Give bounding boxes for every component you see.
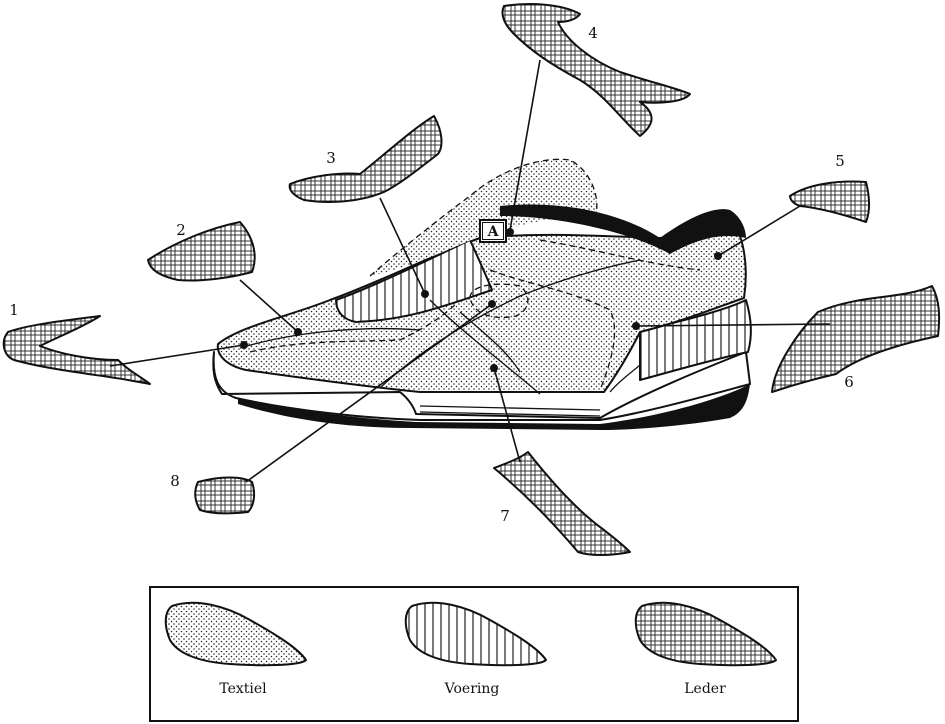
part-label-7: 7 [500, 507, 510, 525]
legend-swatch-voering [404, 601, 547, 667]
marker-a-label: A [487, 224, 500, 240]
part-1-shape [2, 315, 151, 385]
part-4-shape [501, 3, 691, 137]
legend-label-voering: Voering [444, 681, 500, 697]
part-7-shape [493, 451, 631, 556]
legend-item-leder: Leder [634, 601, 777, 697]
legend: Textiel Voering Leder [149, 586, 799, 722]
legend-item-textiel: Textiel [164, 601, 307, 697]
marker-a: A [479, 219, 507, 243]
leader-lines [109, 59, 831, 483]
part-label-8: 8 [170, 472, 180, 490]
legend-label-leder: Leder [684, 681, 726, 697]
shoe-window [469, 283, 529, 319]
part-label-1: 1 [9, 301, 19, 319]
shoe-heel-voering [639, 299, 752, 381]
part-8-shape [194, 476, 256, 515]
part-label-2: 2 [176, 221, 186, 239]
part-label-4: 4 [588, 24, 598, 42]
legend-label-textiel: Textiel [219, 681, 267, 697]
part-5-shape [789, 180, 870, 223]
shoe-outsole [238, 384, 750, 430]
shoe-collar-voering [335, 239, 493, 323]
legend-item-voering: Voering [404, 601, 547, 697]
part-labels: 1 2 3 4 5 6 7 8 [9, 24, 854, 525]
part-label-3: 3 [326, 149, 336, 167]
shoe-collar-edge [500, 204, 746, 254]
legend-swatch-textiel [164, 601, 307, 667]
part-label-6: 6 [844, 373, 854, 391]
leader-dots [240, 228, 722, 372]
part-2-shape [147, 221, 256, 282]
part-label-5: 5 [835, 152, 845, 170]
part-6-shape [771, 285, 941, 393]
shoe-tongue [370, 159, 597, 276]
legend-swatch-leder [634, 601, 777, 667]
shoe [212, 158, 752, 430]
part-3-shape [288, 115, 443, 203]
